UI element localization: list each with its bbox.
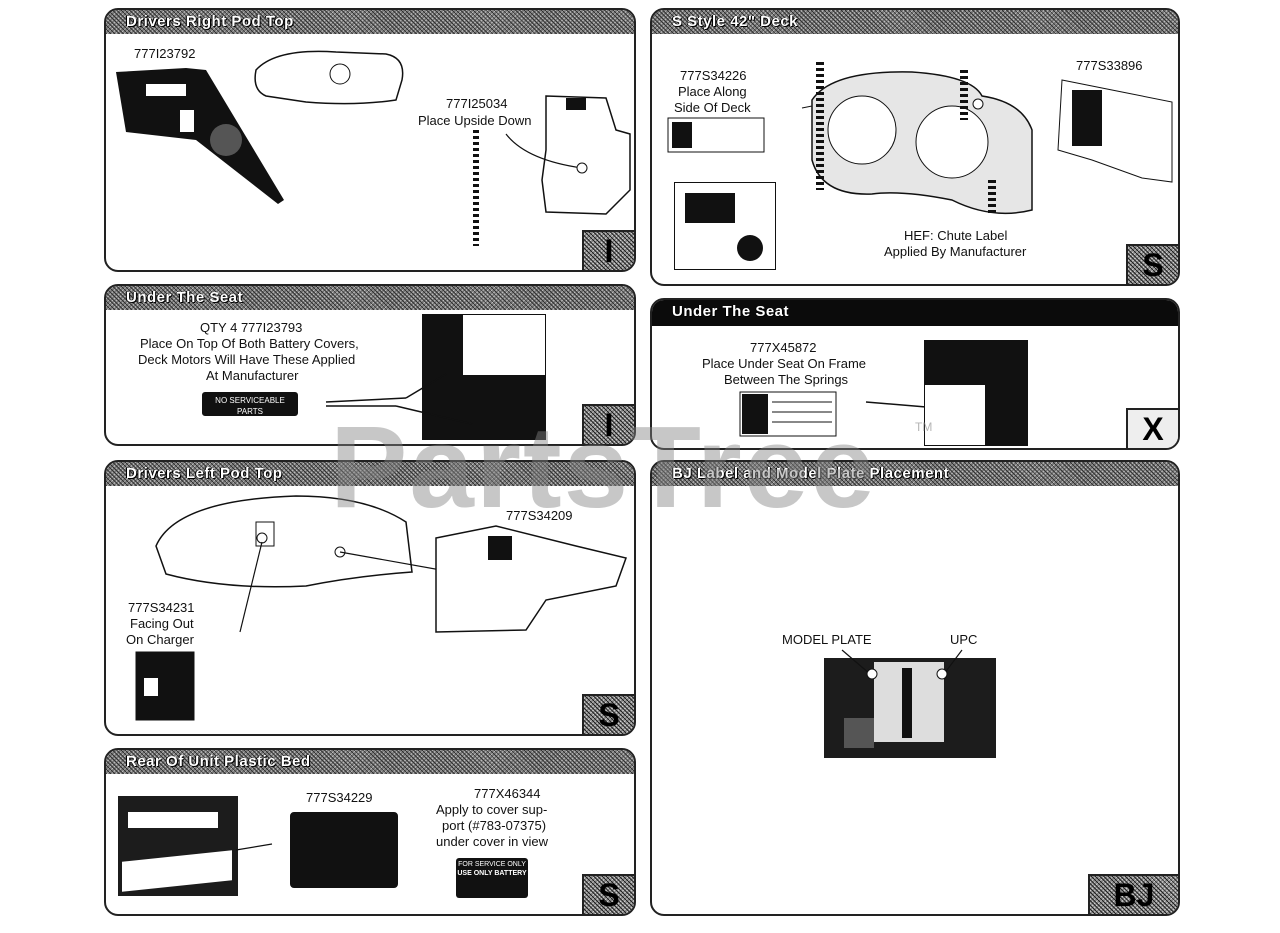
placement-note: Applied By Manufacturer <box>884 244 1027 259</box>
panel-title: Drivers Left Pod Top <box>126 465 283 482</box>
model-plate-label: MODEL PLATE <box>782 632 872 647</box>
placement-note: Place Upside Down <box>418 113 532 128</box>
panel-title: Rear Of Unit Plastic Bed <box>126 753 311 770</box>
panel-header: S Style 42" Deck <box>652 10 1178 34</box>
panel-header: Rear Of Unit Plastic Bed <box>106 750 634 774</box>
placement-note: Place Along <box>678 84 747 99</box>
part-number-label: 777S33896 <box>1076 58 1143 73</box>
panel-header: Under The Seat <box>652 300 1178 326</box>
part-number-label: 777I23792 <box>134 46 196 61</box>
placement-note: Facing Out <box>130 616 194 631</box>
part-number-label: 777X46344 <box>474 786 541 801</box>
panel-under-the-seat-x: Under The Seat 777X45872 Place Under Sea… <box>650 298 1180 450</box>
model-code-badge: BJ <box>1088 874 1178 914</box>
quantity-note: QTY 4 777I23793 <box>200 320 303 335</box>
part-number-label: 777S34226 <box>680 68 747 83</box>
battery-decal: FOR SERVICE ONLY USE ONLY BATTERY <box>456 858 528 898</box>
placement-note: port (#783-07375) <box>442 818 547 833</box>
bed-decal <box>290 812 398 888</box>
panel-drivers-left-pod-top: Drivers Left Pod Top 777S34209 777S34231… <box>104 460 636 736</box>
seat-photo <box>422 314 546 440</box>
panel-under-the-seat-i: Under The Seat QTY 4 777I23793 Place On … <box>104 284 636 446</box>
panel-drivers-right-pod-top: Drivers Right Pod Top 777I23792 777I2503… <box>104 8 636 272</box>
model-code-badge: S <box>582 874 634 914</box>
placement-note: On Charger <box>126 632 194 647</box>
battery-decal-line2: USE ONLY BATTERY <box>457 870 527 877</box>
upc-label: UPC <box>950 632 978 647</box>
placement-note: Place On Top Of Both Battery Covers, <box>140 336 359 351</box>
placement-note: Place Under Seat On Frame <box>702 356 867 371</box>
bed-photo <box>118 796 238 896</box>
panel-title: Drivers Right Pod Top <box>126 13 294 30</box>
frame-photo <box>824 658 996 758</box>
deck-photo <box>674 182 776 270</box>
placement-note: Side Of Deck <box>674 100 751 115</box>
panel-title: BJ Label and Model Plate Placement <box>672 465 950 482</box>
part-number-label: 777S34229 <box>306 790 373 805</box>
placement-note: Apply to cover sup- <box>436 802 548 817</box>
placement-note: under cover in view <box>436 834 548 849</box>
placement-note: Deck Motors Will Have These Applied <box>138 352 356 367</box>
model-code-badge: I <box>582 230 634 270</box>
panel-s-style-42-deck: S Style 42" Deck 777S34226 Place Along S… <box>650 8 1180 286</box>
no-serviceable-parts-decal: NO SERVICEABLE PARTS <box>202 392 298 416</box>
panel-rear-of-unit-plastic-bed: Rear Of Unit Plastic Bed 777S34229 777X4… <box>104 748 636 916</box>
placement-note: Between The Springs <box>724 372 849 387</box>
panel-header: Drivers Right Pod Top <box>106 10 634 34</box>
battery-decal-line1: FOR SERVICE ONLY <box>458 861 526 868</box>
part-number-label: 777I25034 <box>446 96 508 111</box>
panel-title: Under The Seat <box>672 303 790 320</box>
part-number-label: 777X45872 <box>750 340 817 355</box>
model-code-badge: S <box>582 694 634 734</box>
panel-bj-label-model-plate: BJ Label and Model Plate Placement MODEL… <box>650 460 1180 916</box>
model-code-badge: S <box>1126 244 1178 284</box>
panel-header: BJ Label and Model Plate Placement <box>652 462 1178 486</box>
model-code-badge: I <box>582 404 634 444</box>
part-number-label: 777S34209 <box>506 508 573 523</box>
model-code-badge: X <box>1126 408 1178 448</box>
seat-frame-photo <box>924 340 1028 446</box>
placement-note: HEF: Chute Label <box>904 228 1008 243</box>
panel-title: Under The Seat <box>126 289 244 306</box>
panel-header: Drivers Left Pod Top <box>106 462 634 486</box>
panel-header: Under The Seat <box>106 286 634 310</box>
part-number-label: 777S34231 <box>128 600 195 615</box>
watermark-trademark: TM <box>915 420 933 434</box>
placement-note: At Manufacturer <box>206 368 299 383</box>
panel-title: S Style 42" Deck <box>672 13 799 30</box>
